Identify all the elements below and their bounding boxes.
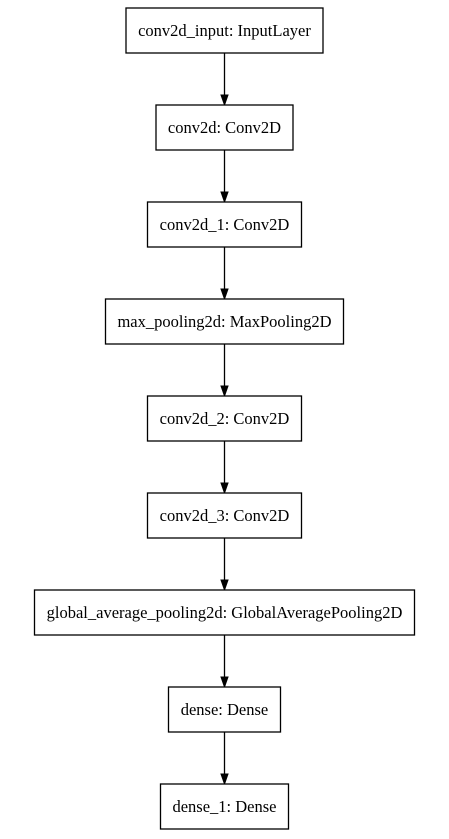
layer-node-label: conv2d_input: InputLayer bbox=[138, 21, 311, 40]
layer-node-box bbox=[146, 201, 303, 248]
edge-arrow bbox=[220, 247, 229, 301]
layer-node-box bbox=[125, 7, 324, 54]
layer-node-box bbox=[146, 395, 303, 442]
edges bbox=[220, 53, 229, 786]
edge-arrow bbox=[220, 538, 229, 592]
layer-node-label: conv2d: Conv2D bbox=[168, 118, 281, 137]
edge-arrow bbox=[220, 53, 229, 107]
layer-node-label: conv2d_1: Conv2D bbox=[160, 215, 290, 234]
edge-arrow bbox=[220, 732, 229, 786]
edge-arrow bbox=[220, 441, 229, 495]
layer-node-label: dense: Dense bbox=[181, 700, 269, 719]
layer-node-box bbox=[155, 104, 294, 151]
edge-arrow bbox=[220, 150, 229, 204]
layer-node-global-average-pooling2d: global_average_pooling2d: GlobalAverageP… bbox=[33, 589, 416, 636]
layer-node-conv2d-3: conv2d_3: Conv2D bbox=[146, 492, 303, 539]
arrowhead-icon bbox=[220, 288, 229, 301]
layer-node-conv2d-2: conv2d_2: Conv2D bbox=[146, 395, 303, 442]
layer-node-dense: dense: Dense bbox=[167, 686, 282, 733]
arrowhead-icon bbox=[220, 482, 229, 495]
layer-node-box bbox=[33, 589, 416, 636]
layer-node-max-pooling2d: max_pooling2d: MaxPooling2D bbox=[104, 298, 345, 345]
layer-nodes: conv2d_input: InputLayer conv2d: Conv2D co… bbox=[33, 7, 416, 830]
layer-node-label: conv2d_3: Conv2D bbox=[160, 506, 290, 525]
layer-node-conv2d-1: conv2d_1: Conv2D bbox=[146, 201, 303, 248]
arrowhead-icon bbox=[220, 191, 229, 204]
layer-node-conv2d: conv2d: Conv2D bbox=[155, 104, 294, 151]
edge-arrow bbox=[220, 344, 229, 398]
arrowhead-icon bbox=[220, 773, 229, 786]
layer-node-label: max_pooling2d: MaxPooling2D bbox=[117, 312, 331, 331]
arrowhead-icon bbox=[220, 385, 229, 398]
layer-node-label: global_average_pooling2d: GlobalAverageP… bbox=[47, 603, 403, 622]
layer-node-label: conv2d_2: Conv2D bbox=[160, 409, 290, 428]
layer-node-dense-1: dense_1: Dense bbox=[159, 783, 290, 830]
layer-node-conv2d-input: conv2d_input: InputLayer bbox=[125, 7, 324, 54]
layer-node-box bbox=[146, 492, 303, 539]
layer-node-box bbox=[167, 686, 282, 733]
layer-node-box bbox=[159, 783, 290, 830]
layer-node-box bbox=[104, 298, 345, 345]
edge-arrow bbox=[220, 635, 229, 689]
layer-node-label: dense_1: Dense bbox=[172, 797, 276, 816]
arrowhead-icon bbox=[220, 94, 229, 107]
arrowhead-icon bbox=[220, 579, 229, 592]
arrowhead-icon bbox=[220, 676, 229, 689]
